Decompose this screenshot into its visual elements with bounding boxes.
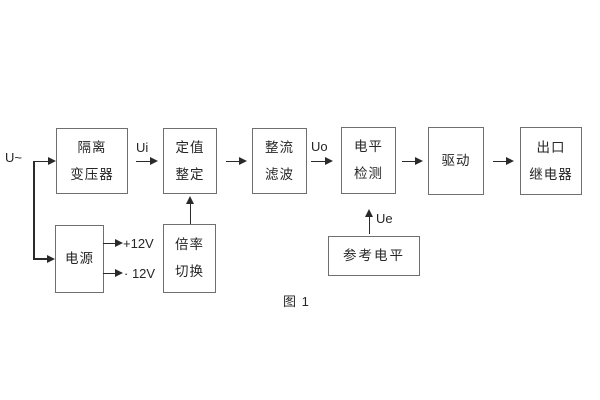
signal-label-uo: Uo xyxy=(311,139,328,154)
flow-line-uo xyxy=(311,160,326,162)
box-label-line: 电源 xyxy=(65,251,94,266)
box-rate-switch: 倍率 切换 xyxy=(163,224,216,293)
flow-arrow-level-to-drive-icon xyxy=(415,157,423,165)
flow-arrow-drive-to-relay-icon xyxy=(506,157,514,165)
flow-arrow-uo-icon xyxy=(325,157,333,165)
power-line-minus12v xyxy=(103,272,117,274)
flow-arrow-ui-icon xyxy=(150,157,158,165)
figure-caption: 图 1 xyxy=(283,294,310,309)
box-isolation-transformer: 隔离 变压器 xyxy=(56,128,128,194)
box-label-line: 变压器 xyxy=(70,166,114,182)
box-power-supply: 电源 xyxy=(55,225,104,293)
signal-label-minus12v: · 12V xyxy=(124,266,156,281)
box-label-line: 倍率 xyxy=(175,237,204,252)
line-ue xyxy=(368,215,370,234)
box-setting-adjust: 定值 整定 xyxy=(163,128,217,194)
flow-line-ui xyxy=(136,160,151,162)
box-label-line: 电平 xyxy=(354,139,383,154)
input-branch-line xyxy=(33,161,35,259)
line-rate-to-setting xyxy=(189,202,191,224)
box-label-line: 滤波 xyxy=(265,166,294,182)
power-arrow-minus12v-icon xyxy=(115,269,123,277)
flow-arrow-setting-to-rectifier-icon xyxy=(239,157,247,165)
box-label-line: 参考电平 xyxy=(343,248,405,263)
flow-line-drive-to-relay xyxy=(493,160,507,162)
box-label-line: 出口 xyxy=(536,139,566,155)
arrow-ue-icon xyxy=(365,209,373,217)
box-label-line: 隔离 xyxy=(77,139,107,155)
input-line-to-power xyxy=(33,258,48,260)
box-output-relay: 出口 继电器 xyxy=(520,127,582,195)
flow-line-level-to-drive xyxy=(402,160,416,162)
input-line-to-transformer xyxy=(33,160,49,162)
arrow-into-isolation-transformer-icon xyxy=(48,157,56,165)
signal-label-ui: Ui xyxy=(136,140,149,155)
power-arrow-plus12v-icon xyxy=(115,239,123,247)
box-label-line: 整流 xyxy=(265,139,294,155)
box-level-detection: 电平 检测 xyxy=(341,127,396,194)
flow-line-setting-to-rectifier xyxy=(226,160,240,162)
box-reference-level: 参考电平 xyxy=(328,236,420,276)
box-label-line: 整定 xyxy=(175,166,205,182)
box-label-line: 定值 xyxy=(175,139,205,155)
box-label-line: 切换 xyxy=(175,264,204,279)
power-line-plus12v xyxy=(103,242,117,244)
signal-label-plus12v: +12V xyxy=(123,236,154,251)
box-rectifier-filter: 整流 滤波 xyxy=(252,128,307,194)
arrow-rate-to-setting-icon xyxy=(186,196,194,204)
signal-label-ue: Ue xyxy=(376,211,393,226)
signal-label-u-input: U~ xyxy=(5,150,22,165)
box-label-line: 继电器 xyxy=(529,166,573,182)
box-drive: 驱动 xyxy=(428,127,484,195)
arrow-into-power-supply-icon xyxy=(47,254,55,263)
box-label-line: 检测 xyxy=(354,166,383,181)
box-label-line: 驱动 xyxy=(441,153,471,168)
